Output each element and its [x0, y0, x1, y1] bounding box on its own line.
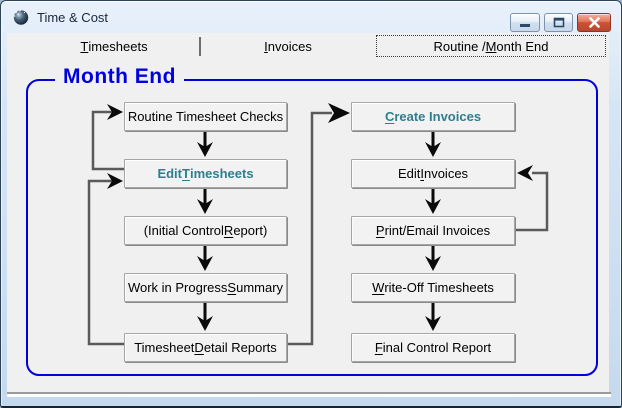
button-routine-timesheet-checks[interactable]: Routine Timesheet Checks	[124, 102, 287, 131]
maximize-button[interactable]	[544, 13, 573, 32]
window-title: Time & Cost	[37, 10, 109, 25]
title-bar: Time & Cost	[1, 1, 621, 33]
minimize-icon	[520, 23, 530, 27]
tab-divider	[199, 37, 201, 56]
caption-buttons	[510, 13, 611, 32]
client-bottom-edge	[7, 392, 611, 397]
groupbox-title: Month End	[55, 65, 184, 89]
close-icon	[588, 17, 600, 28]
minimize-button[interactable]	[510, 13, 540, 32]
close-button[interactable]	[577, 13, 611, 32]
maximize-icon	[553, 17, 564, 28]
app-icon	[13, 9, 29, 25]
month-end-groupbox	[26, 79, 598, 376]
